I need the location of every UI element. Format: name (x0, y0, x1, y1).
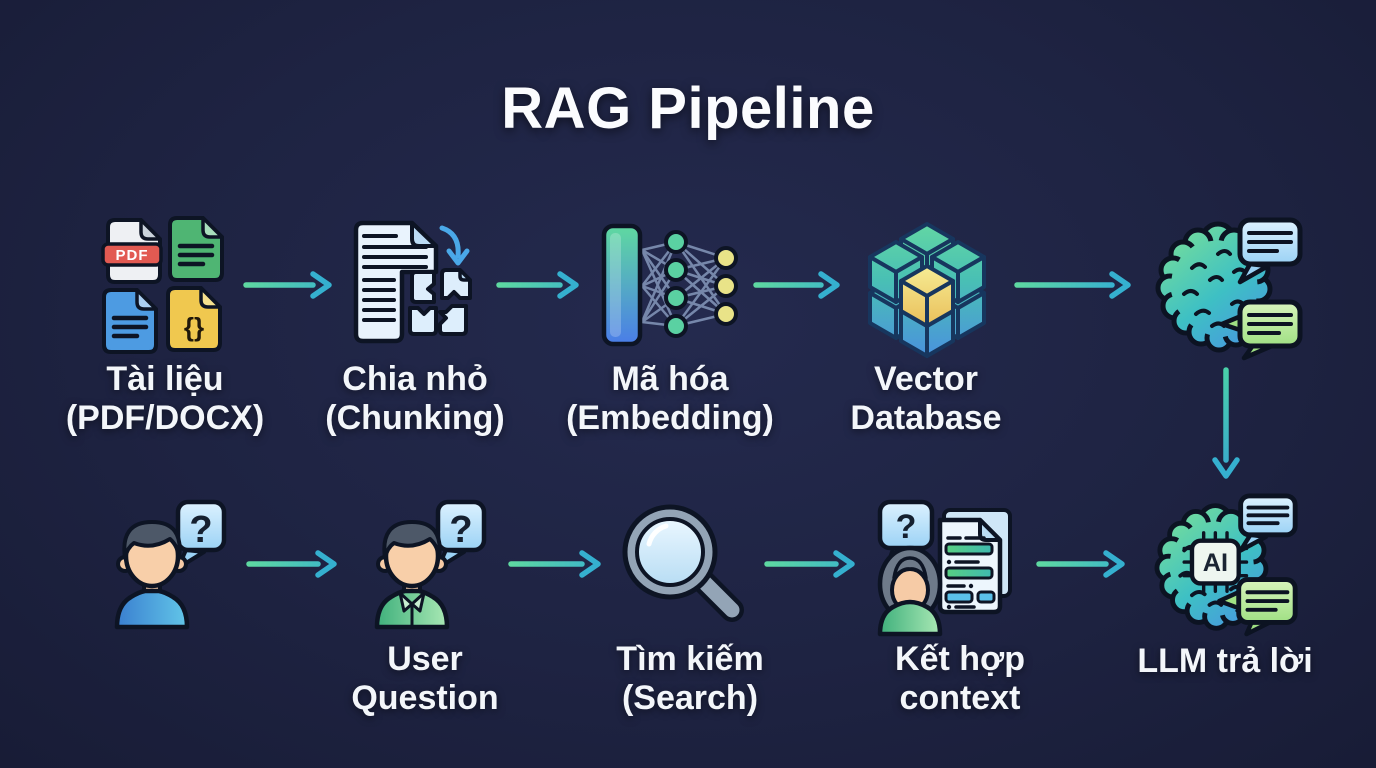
label-line: Chia nhỏ (342, 360, 488, 398)
ai-chip-text: AI (1203, 549, 1228, 577)
curve-arrow (439, 225, 470, 266)
person (114, 520, 190, 630)
arrow-vectordb-brain (1014, 271, 1131, 299)
chat-bubble-green (1219, 299, 1303, 361)
label-embedding: Mã hóa (Embedding) (550, 360, 790, 438)
brain-chat-icon (1155, 210, 1306, 361)
arrow-search-context (764, 550, 855, 578)
user-question-icon: ? (352, 496, 492, 634)
brain-folds (1182, 249, 1247, 328)
question-mark-text: ? (189, 509, 212, 551)
question-bubble: ? (435, 499, 487, 570)
question-mark-text: ? (896, 508, 917, 546)
person (374, 520, 450, 630)
label-line: Tìm kiếm (616, 640, 764, 678)
cube-yellow (899, 264, 955, 328)
arrow-chunking-embedding (496, 271, 579, 299)
label-search: Tìm kiếm (Search) (570, 640, 810, 718)
label-line: (Embedding) (566, 399, 774, 437)
diagram-title: RAG Pipeline (501, 75, 875, 141)
arrow-embedding-vectordb (753, 271, 840, 299)
json-braces-text: {} (184, 312, 204, 342)
nn-links (640, 240, 728, 328)
pdf-badge-text: PDF (116, 247, 149, 264)
documents-icon: PDF {} (101, 216, 230, 356)
question-mark-text: ? (449, 509, 472, 551)
label-line: Tài liệu (106, 360, 224, 398)
ai-chip: AI (1182, 531, 1249, 593)
user-icon: ? (92, 496, 232, 634)
label-line: (PDF/DOCX) (65, 399, 265, 437)
combine-context-icon: ? (872, 494, 1024, 637)
label-combine-context: Kết hợp context (840, 640, 1080, 718)
label-line: Mã hóa (611, 360, 729, 398)
search-icon (612, 500, 754, 634)
label-chunking: Chia nhỏ (Chunking) (295, 360, 535, 438)
label-vector-database: Vector Database (806, 360, 1046, 438)
arrow-question-search (508, 550, 601, 578)
label-line: User (387, 640, 463, 678)
chat-bubble-blue (1238, 493, 1298, 553)
label-line: context (899, 679, 1021, 717)
file-doc-blue (102, 288, 158, 354)
label-line: (Chunking) (325, 399, 505, 437)
context-document (937, 508, 1012, 615)
embedding-icon (598, 222, 744, 350)
label-documents: Tài liệu (PDF/DOCX) (45, 360, 285, 438)
arrow-user-question (246, 550, 337, 578)
llm-answer-icon: AI (1152, 492, 1304, 638)
label-line: Kết hợp (895, 640, 1025, 678)
chat-bubble-blue (1237, 217, 1303, 285)
label-user-question: User Question (305, 640, 545, 718)
label-line: LLM trả lời (1137, 642, 1313, 680)
nn-hidden-nodes (664, 230, 688, 338)
label-llm-answer: LLM trả lời (1105, 642, 1345, 681)
label-line: Question (351, 679, 499, 717)
chat-bubble-green (1217, 577, 1298, 637)
file-pdf: PDF (101, 218, 163, 284)
arrow-documents-chunking (243, 271, 332, 299)
file-doc-green (168, 216, 224, 282)
vector-database-icon (852, 212, 1002, 362)
arrow-context-llm (1036, 550, 1125, 578)
woman (877, 545, 943, 637)
label-line: (Search) (621, 679, 759, 717)
file-json-yellow: {} (166, 286, 222, 352)
chunking-icon (348, 214, 484, 356)
chunk-pieces (408, 268, 472, 336)
nn-output-nodes (714, 246, 738, 326)
embedding-bar (601, 223, 643, 347)
arrow-brain-down (1212, 367, 1240, 479)
label-line: Database (850, 399, 1002, 437)
label-line: Vector (874, 360, 978, 398)
